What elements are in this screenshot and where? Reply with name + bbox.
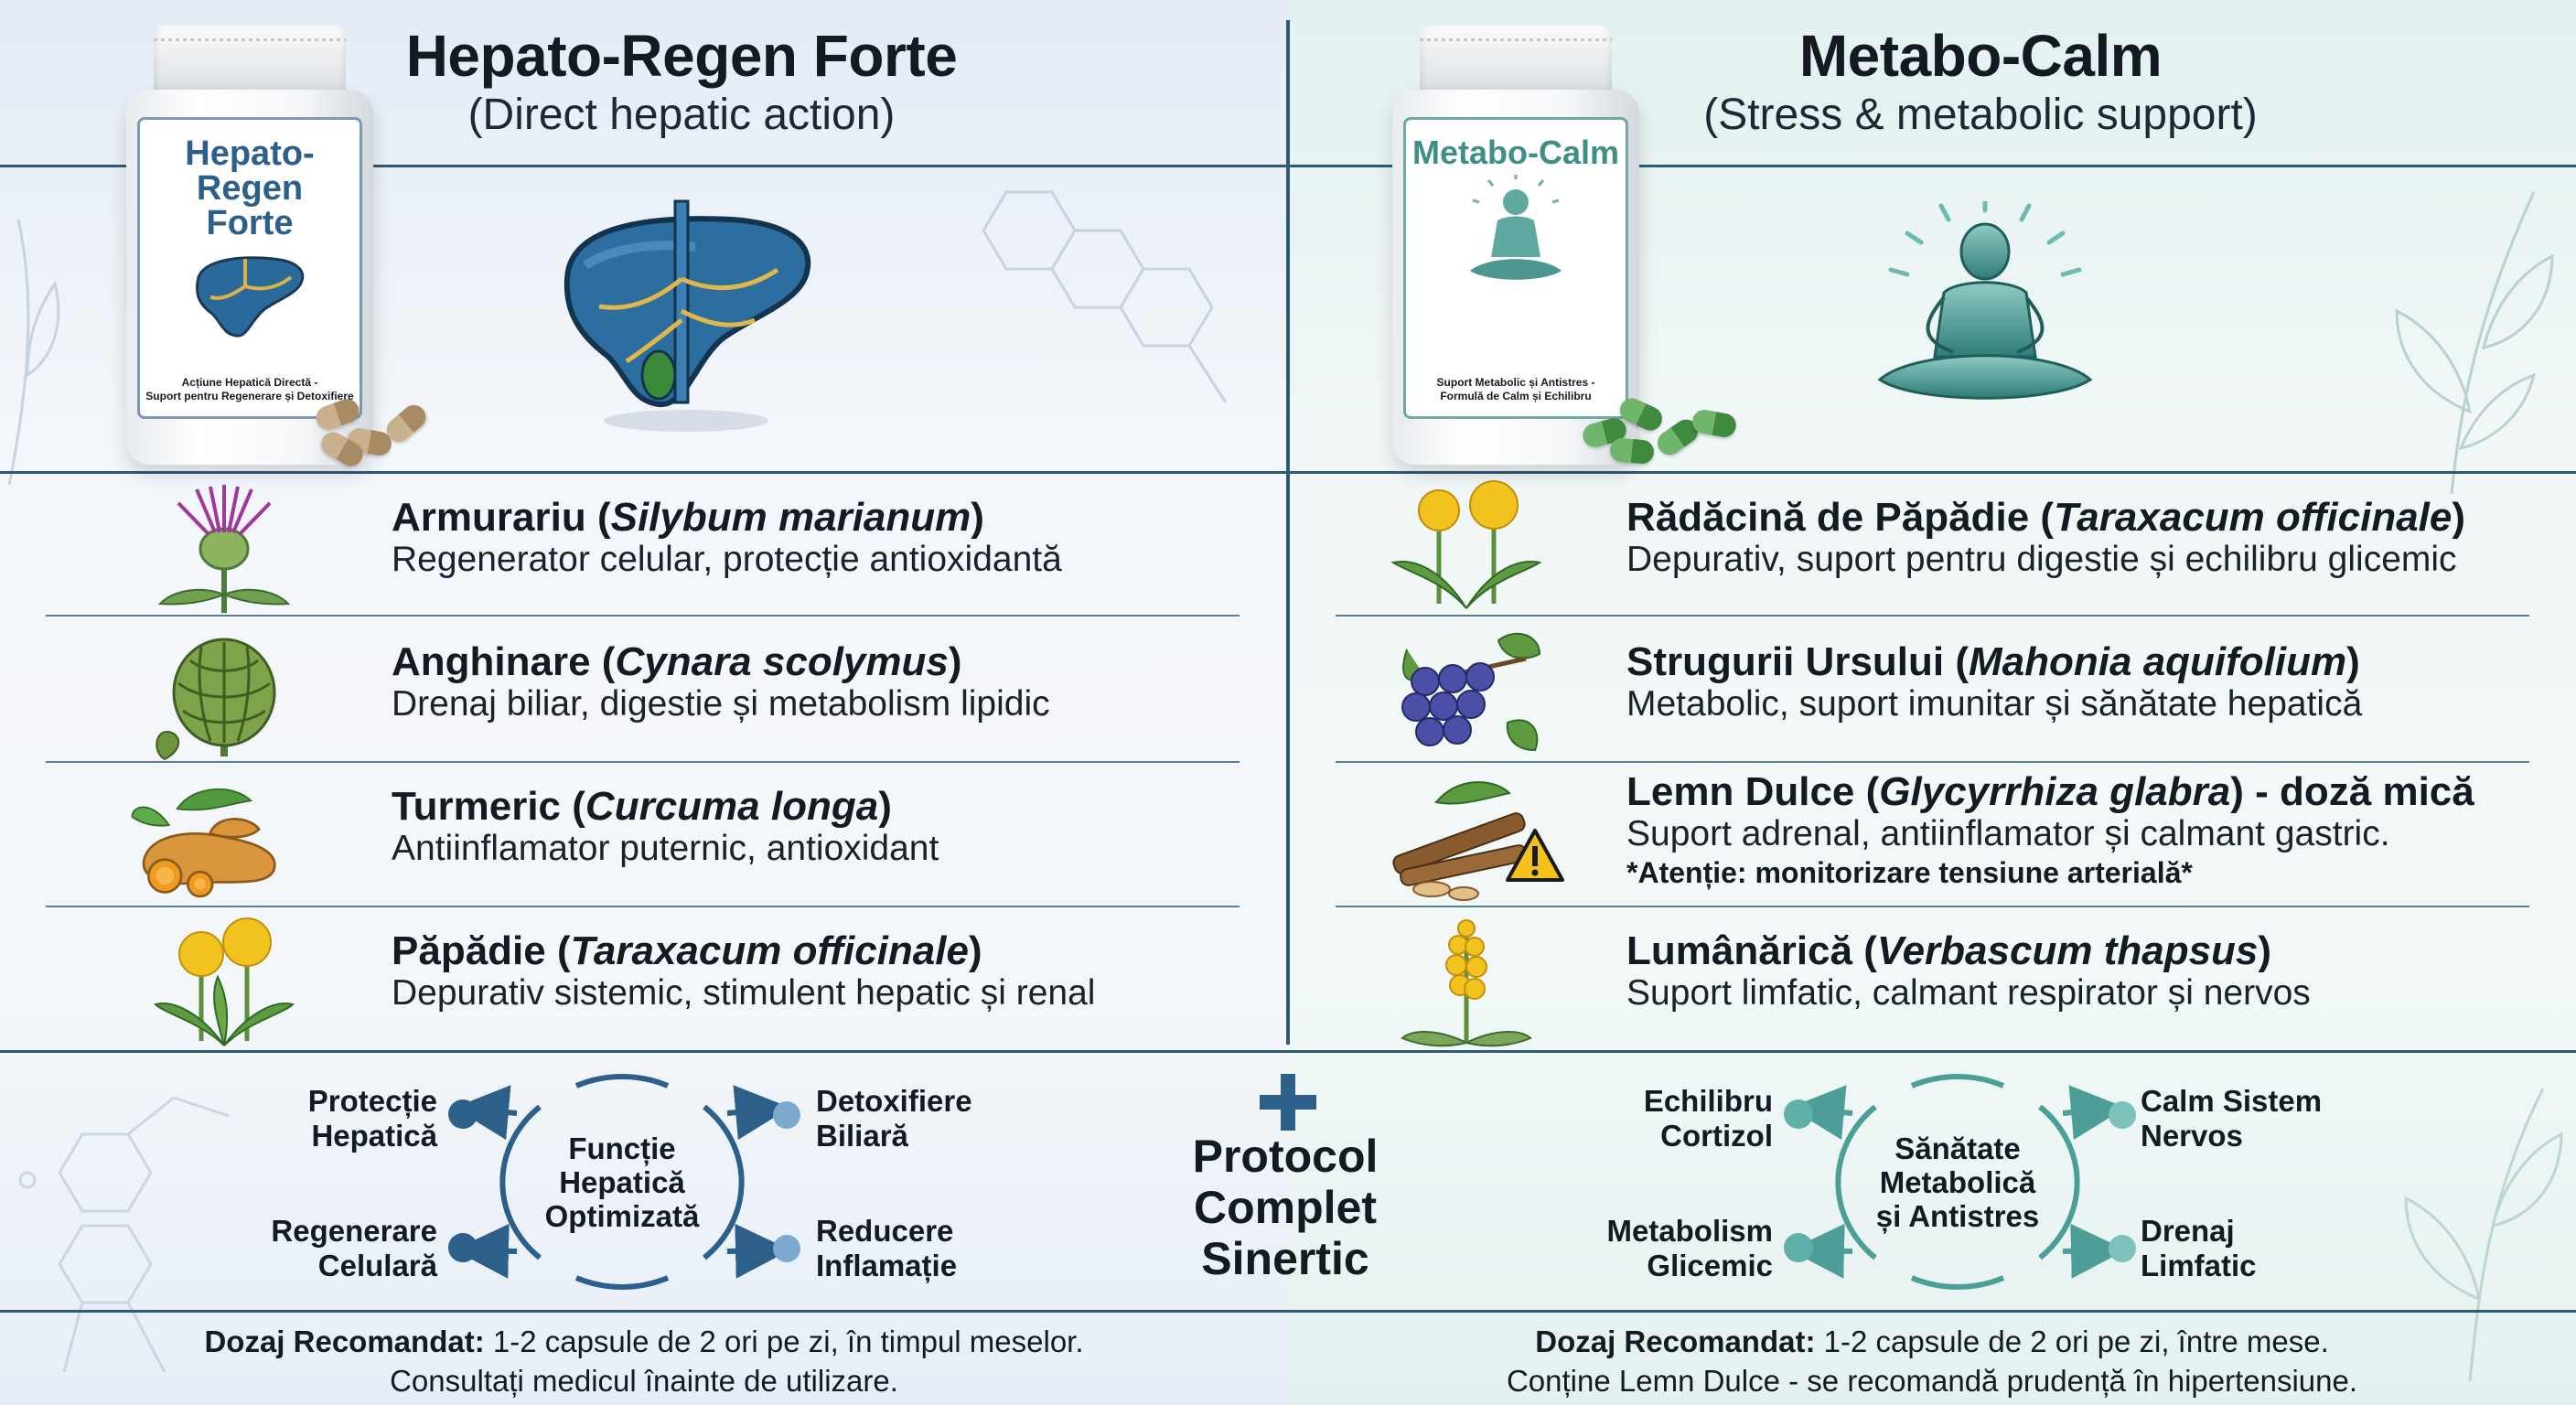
warning-icon xyxy=(1506,829,1564,882)
right-dosage-footer: Dozaj Recomandat: 1-2 capsule de 2 ori p… xyxy=(1506,1325,2358,1398)
capsule-icon xyxy=(1608,436,1656,466)
benefit-dot xyxy=(1784,1233,1813,1262)
ingredient-item: Rădăcină de Păpădie (Taraxacum officinal… xyxy=(1626,495,2466,580)
artichoke-icon xyxy=(156,638,276,761)
meditation-icon xyxy=(1470,175,1562,280)
ingredient-item: Lumânărică (Verbascum thapsus) Suport li… xyxy=(1626,928,2311,1014)
cycle-diagram xyxy=(1789,1073,2126,1291)
hepato-regen-bottle: Hepato-Regen Forte Acțiune Hepatică Dire… xyxy=(126,26,373,465)
metabo-calm-bottle: Metabo-Calm Suport Metabolic și Antistre… xyxy=(1392,26,1639,465)
molecule-decoration-icon xyxy=(18,1096,230,1373)
benefit-dot xyxy=(2109,1101,2136,1129)
leaf-decoration-icon xyxy=(2395,191,2554,495)
diagram-divider xyxy=(0,1050,2576,1053)
bottle-subtitle: Acțiune Hepatică Directă - Suport pentru… xyxy=(145,376,354,402)
ingredient-item: Păpădie (Taraxacum officinale) Depurativ… xyxy=(392,928,1096,1014)
hero-divider xyxy=(0,471,2576,474)
benefit-dot xyxy=(448,1099,478,1129)
footer-divider xyxy=(0,1310,2576,1313)
row-divider xyxy=(1336,906,2529,907)
meditation-icon xyxy=(1877,201,2093,400)
molecule-decoration-icon xyxy=(982,190,1228,403)
mullein-icon xyxy=(1401,919,1532,1047)
bottle-subtitle: Suport Metabolic și Antistres - Formulă … xyxy=(1436,376,1595,402)
benefit-dot xyxy=(773,1235,800,1262)
protocol-title: Protocol Complet Sinertic xyxy=(1192,1131,1379,1284)
milk-thistle-icon xyxy=(157,485,291,613)
dandelion-icon xyxy=(154,917,295,1046)
right-title: Metabo-Calm xyxy=(1798,23,2163,89)
left-subtitle: (Direct hepatic action) xyxy=(467,91,896,139)
mahonia-berries-icon xyxy=(1401,632,1541,752)
warning-note: *Atenție: monitorizare tensiune arterial… xyxy=(1626,856,2193,890)
ingredient-item: Turmeric (Curcuma longa) Antiinflamator … xyxy=(392,784,939,869)
liver-icon xyxy=(564,199,811,432)
turmeric-icon xyxy=(131,788,276,898)
header-divider xyxy=(0,165,2576,167)
leaf-decoration-icon xyxy=(2404,1088,2563,1381)
ingredient-item: Lemn Dulce (Glycyrrhiza glabra) - doză m… xyxy=(1626,769,2474,890)
bottle-name: Metabo-Calm xyxy=(1411,134,1620,171)
liver-icon xyxy=(196,256,305,338)
cycle-diagram xyxy=(454,1073,790,1291)
licorice-root-icon xyxy=(1392,781,1528,901)
leaf-decoration-icon xyxy=(7,219,60,485)
left-title: Hepato-Regen Forte xyxy=(405,23,958,89)
benefit-dot xyxy=(2109,1235,2136,1262)
dandelion-icon xyxy=(1390,480,1542,609)
benefit-dot xyxy=(773,1101,800,1129)
row-divider xyxy=(46,761,1240,763)
bottle-name: Forte xyxy=(206,204,294,242)
row-divider xyxy=(1336,761,2529,763)
right-subtitle: (Stress & metabolic support) xyxy=(1703,91,2258,139)
plus-icon xyxy=(1260,1074,1316,1131)
diagram-core: Sănătate Metabolică și Antistres xyxy=(1875,1132,2040,1233)
center-divider xyxy=(1286,20,1290,1045)
row-divider xyxy=(46,615,1240,617)
ingredient-item: Armurariu (Silybum marianum) Regenerator… xyxy=(392,495,1062,580)
ingredient-item: Strugurii Ursului (Mahonia aquifolium) M… xyxy=(1626,639,2363,724)
ingredient-item: Anghinare (Cynara scolymus) Drenaj bilia… xyxy=(392,639,1050,724)
benefit-dot xyxy=(448,1233,478,1262)
diagram-core: Funcție Hepatică Optimizată xyxy=(544,1132,700,1233)
benefit-dot xyxy=(1784,1099,1813,1129)
left-dosage-footer: Dozaj Recomandat: 1-2 capsule de 2 ori p… xyxy=(204,1325,1084,1398)
row-divider xyxy=(46,906,1240,907)
row-divider xyxy=(1336,615,2529,617)
bottle-name: Hepato-Regen xyxy=(185,134,315,208)
